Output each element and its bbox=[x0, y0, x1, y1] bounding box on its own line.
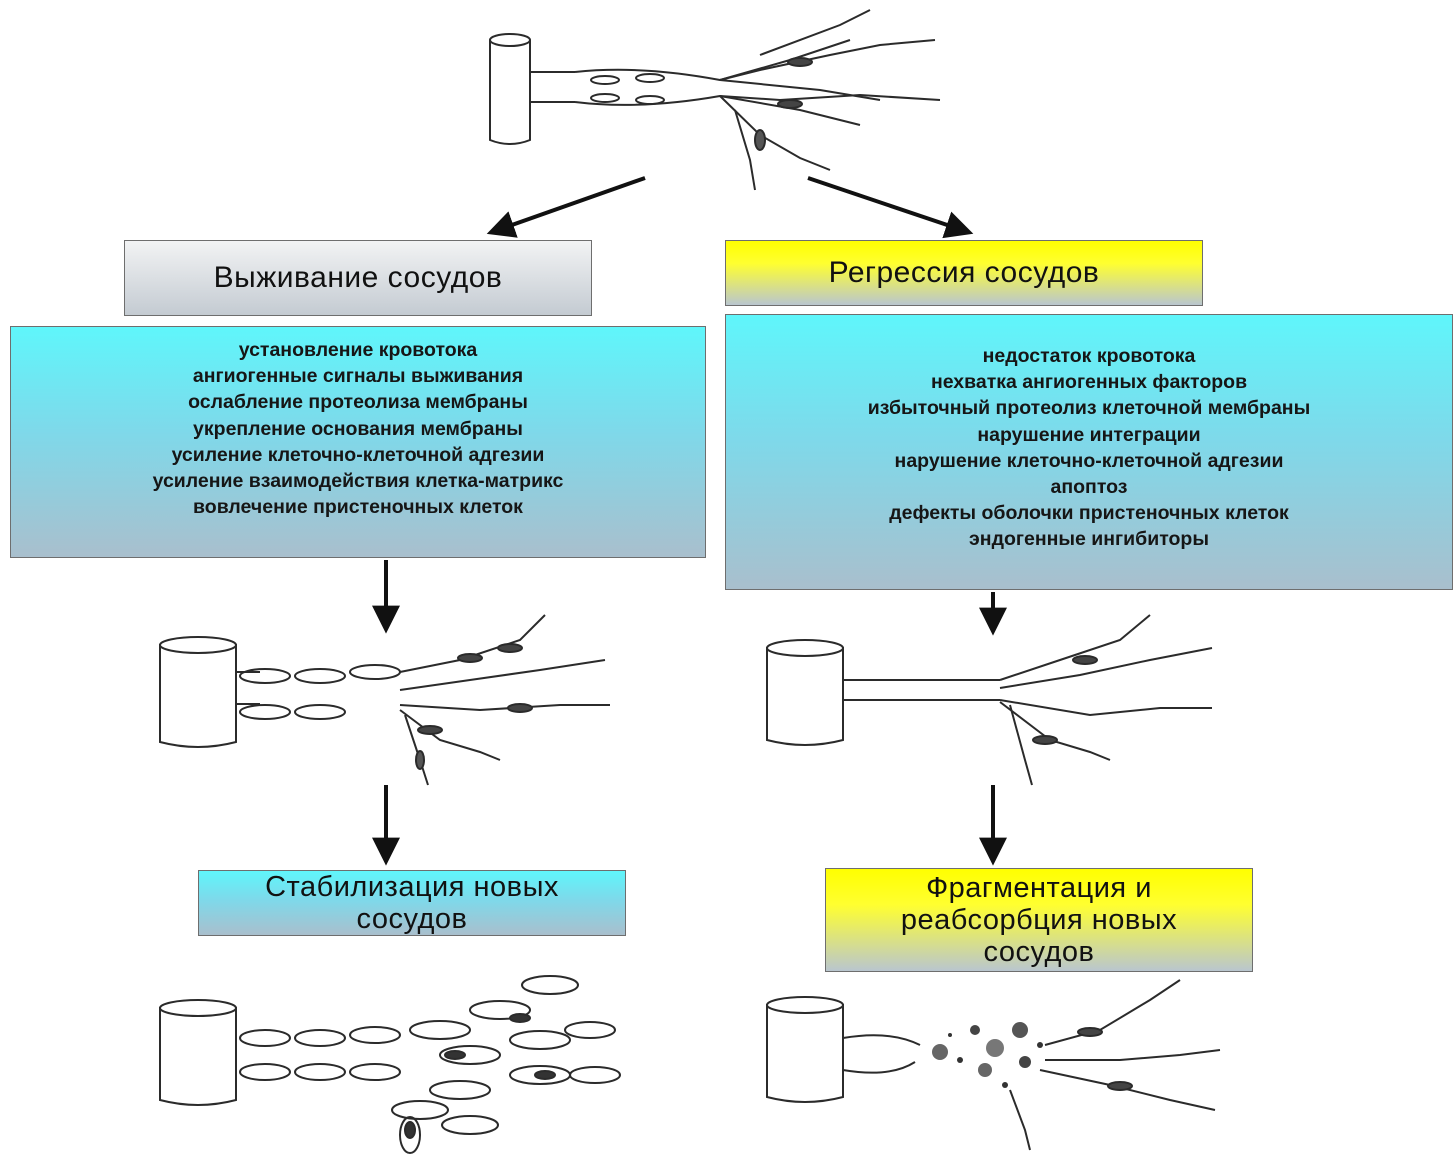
survival-outcome: Стабилизация новых сосудов bbox=[265, 871, 559, 935]
regression-factor: недостаток кровотока bbox=[982, 345, 1196, 367]
regression-title: Регрессия сосудов bbox=[828, 256, 1100, 289]
survival-outcome-box: Стабилизация новых сосудов bbox=[198, 870, 626, 936]
regression-factor: дефекты оболочки пристеночных клеток bbox=[889, 502, 1289, 525]
regression-factor: избыточный протеолиз клеточной мембраны bbox=[867, 397, 1311, 420]
vessel-stabilized bbox=[159, 975, 621, 1154]
regression-outcome-box: Фрагментация и реабсорбция новых сосудов bbox=[825, 868, 1253, 972]
regression-outcome-line: сосудов bbox=[983, 936, 1095, 968]
regression-factors-box: недостаток кровотока нехватка ангиогенны… bbox=[725, 314, 1453, 590]
arrow-to-regression bbox=[807, 176, 974, 239]
vessel-sprout-survival bbox=[159, 614, 610, 786]
regression-factor: эндогенные ингибиторы bbox=[969, 528, 1209, 551]
survival-factors-box: установление кровотока ангиогенные сигна… bbox=[10, 326, 706, 558]
regression-outcome: Фрагментация и реабсорбция новых сосудов bbox=[901, 872, 1177, 968]
survival-factor: укрепление основания мембраны bbox=[193, 417, 523, 440]
survival-factor: установление кровотока bbox=[238, 339, 478, 361]
survival-outcome-line: сосудов bbox=[356, 903, 468, 935]
survival-factor: ангиогенные сигналы выживания bbox=[192, 365, 524, 388]
regression-factor: нарушение интеграции bbox=[977, 423, 1201, 446]
survival-factors-list: установление кровотока ангиогенные сигна… bbox=[153, 337, 564, 520]
regression-factor: нехватка ангиогенных факторов bbox=[930, 371, 1248, 394]
arrow-to-survival bbox=[486, 176, 646, 238]
survival-factor: усиление взаимодействия клетка-матрикс bbox=[152, 470, 564, 493]
survival-title: Выживание сосудов bbox=[213, 261, 503, 294]
survival-factor: усиление клеточно-клеточной адгезии bbox=[171, 443, 545, 466]
vessel-sprout-regression bbox=[766, 614, 1213, 786]
regression-outcome-line: реабсорбция новых bbox=[900, 904, 1178, 936]
regression-title-box: Регрессия сосудов bbox=[725, 240, 1203, 306]
survival-factor: ослабление протеолиза мембраны bbox=[188, 391, 528, 414]
regression-factor: апоптоз bbox=[1050, 476, 1128, 499]
regression-factors-list: недостаток кровотока нехватка ангиогенны… bbox=[868, 343, 1310, 553]
vessel-fragmented bbox=[766, 979, 1221, 1151]
survival-factor: вовлечение пристеночных клеток bbox=[193, 496, 523, 519]
regression-factor: нарушение клеточно-клеточной адгезии bbox=[894, 449, 1284, 472]
survival-title-box: Выживание сосудов bbox=[124, 240, 592, 316]
survival-outcome-line: Стабилизация новых bbox=[265, 871, 559, 903]
vessel-sprout-top bbox=[489, 9, 941, 191]
regression-outcome-line: Фрагментация и bbox=[926, 872, 1152, 904]
